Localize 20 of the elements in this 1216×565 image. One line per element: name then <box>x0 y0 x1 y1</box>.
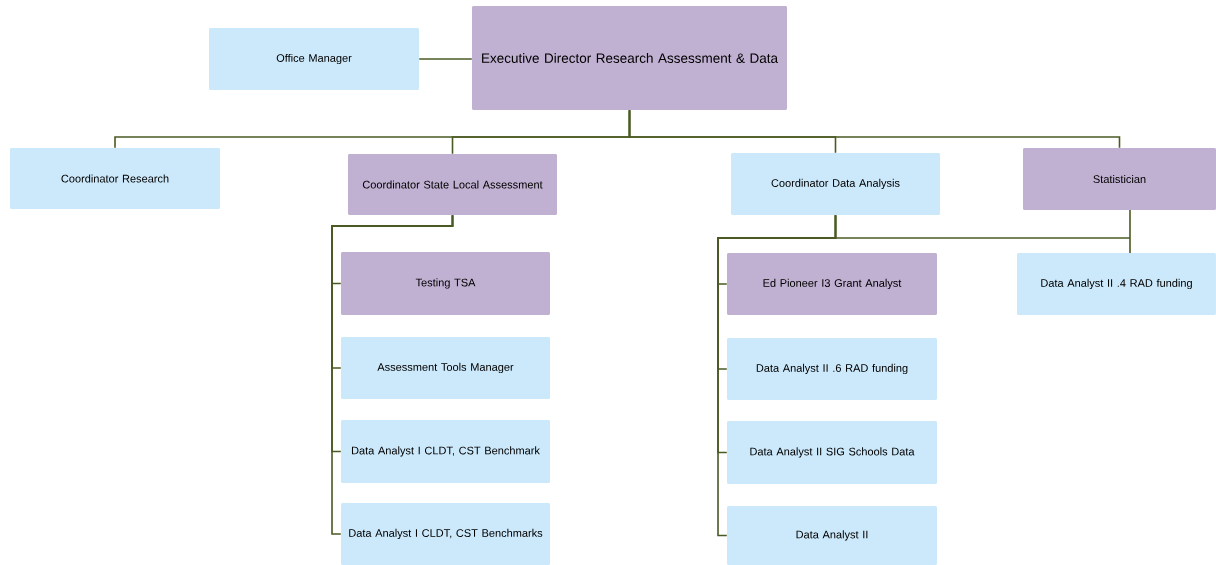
position-box: Statistician <box>1023 148 1216 210</box>
position-box: Office Manager <box>209 28 419 90</box>
connector-line <box>717 214 837 537</box>
position-box: Coordinator Research <box>10 148 220 209</box>
position-box: Data Analyst II .6 RAD funding <box>727 338 937 400</box>
position-box: Coordinator State Local Assessment <box>348 154 557 215</box>
connector-line <box>418 58 473 60</box>
position-box: Data Analyst I CLDT, CST Benchmark <box>341 420 550 483</box>
position-box: Data Analyst II SIG Schools Data <box>727 421 937 484</box>
position-box: Assessment Tools Manager <box>341 337 550 399</box>
position-box: Ed Pioneer I3 Grant Analyst <box>727 253 937 315</box>
position-box: Executive Director Research Assessment & Data <box>472 6 787 110</box>
position-box: Data Analyst II <box>727 506 937 565</box>
position-box: Data Analyst II .4 RAD funding <box>1017 253 1216 315</box>
position-box: Testing TSA <box>341 252 550 315</box>
connector-line <box>331 214 454 535</box>
position-box: Data Analyst I CLDT, CST Benchmarks <box>341 503 550 565</box>
connector-line <box>628 109 1121 149</box>
position-box: Coordinator Data Analysis <box>731 153 940 215</box>
connector-line <box>1129 209 1131 254</box>
